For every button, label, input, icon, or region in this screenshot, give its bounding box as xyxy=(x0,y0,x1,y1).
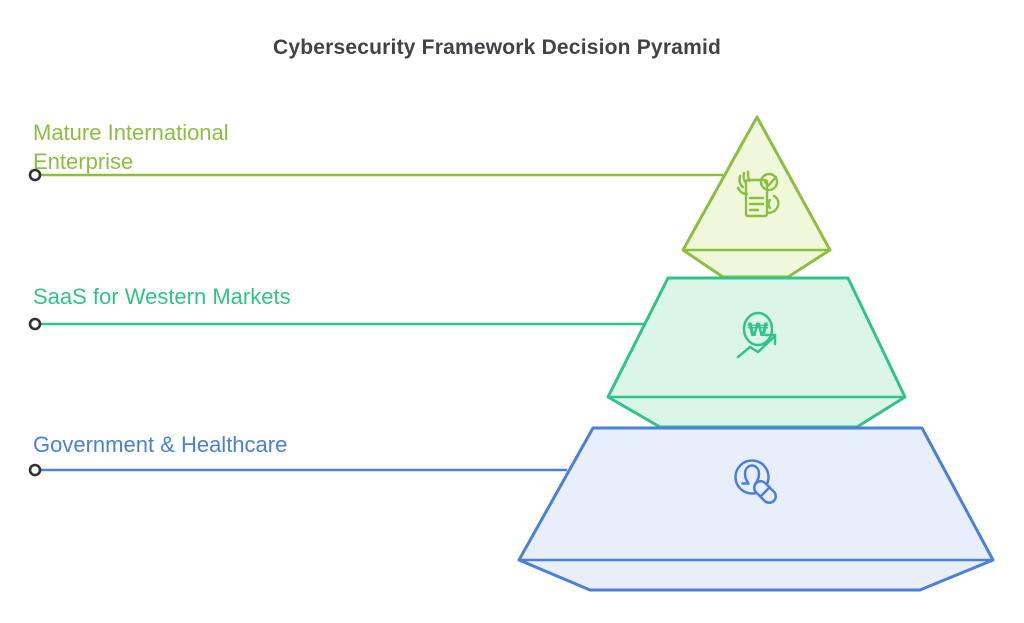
tier-label-top: Mature International Enterprise xyxy=(33,120,229,174)
tier-shape-top xyxy=(681,115,832,279)
contract-check-icon xyxy=(736,170,780,218)
connector-dot-bottom xyxy=(28,463,42,477)
tier-shape-bottom xyxy=(517,426,995,592)
won-sign-glyph: ₩ xyxy=(748,319,769,341)
tier-label-bottom: Government & Healthcare xyxy=(33,432,288,457)
tier-bottom-polygon xyxy=(517,426,995,592)
won-growth-icon: ₩ xyxy=(736,311,777,359)
connector-dot-middle xyxy=(28,317,42,331)
connector-dot-top xyxy=(28,168,42,182)
page-title: Cybersecurity Framework Decision Pyramid xyxy=(272,36,721,59)
bell-pill-icon xyxy=(734,459,777,504)
tier-shape-middle: ₩ xyxy=(606,276,907,429)
tier-label-middle: SaaS for Western Markets xyxy=(33,284,291,309)
